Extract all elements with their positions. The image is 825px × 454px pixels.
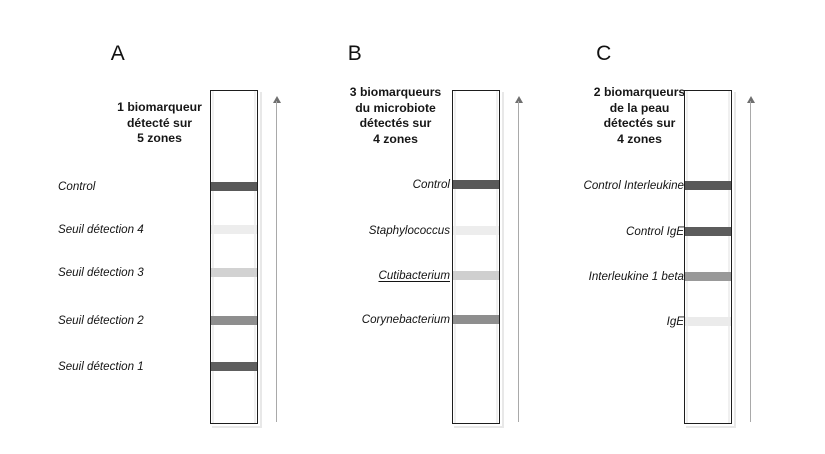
- caption-line: de la peau: [609, 100, 670, 115]
- row-label-control: Control: [58, 180, 96, 193]
- arrow-shaft: [750, 101, 751, 422]
- band-interleukine-1-beta: [685, 272, 731, 281]
- row-label-control: Control: [412, 178, 450, 191]
- band-staphylococcus: [453, 226, 499, 235]
- panel-b-caption: 3 biomarqueurs du microbiote détectés su…: [318, 85, 473, 147]
- row-label-seuil-detection-4: Seuil détection 4: [58, 223, 144, 236]
- panel-b-test-strip: [452, 90, 500, 424]
- band-seuil-detection-3: [211, 268, 257, 277]
- panel-a-caption: 1 biomarqueur détecté sur 5 zones: [82, 100, 237, 147]
- row-label-control-ige: Control IgE: [626, 225, 684, 238]
- band-ige: [685, 317, 731, 326]
- row-label-ige: IgE: [666, 315, 684, 328]
- panel-b-letter: B: [347, 42, 363, 65]
- band-cutibacterium: [453, 271, 499, 280]
- panel-a: A 1 biomarqueur détecté sur 5 zones Cont…: [58, 0, 300, 454]
- band-seuil-detection-1: [211, 362, 257, 371]
- caption-line: 3 biomarqueurs: [349, 85, 442, 99]
- panel-c-caption: 2 biomarqueurs de la peau détectés sur 4…: [562, 85, 717, 147]
- caption-line: détectés sur: [359, 116, 432, 130]
- panel-c-labels: Control Interleukine Control IgE Interle…: [524, 0, 684, 454]
- panel-b-labels: Control Staphylococcus Cutibacterium Cor…: [302, 0, 450, 454]
- caption-line: détecté sur: [126, 115, 193, 130]
- caption-line: du microbiote: [355, 100, 436, 115]
- band-seuil-detection-4: [211, 225, 257, 234]
- up-arrow-icon: [272, 96, 281, 422]
- panel-a-test-strip: [210, 90, 258, 424]
- arrow-shaft: [518, 101, 519, 422]
- caption-line: 2 biomarqueurs: [593, 85, 686, 99]
- panel-c: C 2 biomarqueurs de la peau détectés sur…: [530, 0, 790, 454]
- arrow-head: [272, 96, 281, 103]
- caption-line: 4 zones: [617, 131, 662, 146]
- up-arrow-icon: [514, 96, 523, 422]
- band-control: [211, 182, 257, 191]
- caption-line: 4 zones: [373, 131, 418, 146]
- caption-line: 5 zones: [137, 131, 182, 145]
- row-label-cutibacterium: Cutibacterium: [378, 269, 450, 282]
- band-control: [453, 180, 499, 189]
- row-label-seuil-detection-1: Seuil détection 1: [58, 360, 144, 373]
- band-control-interleukine: [685, 181, 731, 190]
- arrow-head: [746, 96, 755, 103]
- up-arrow-icon: [746, 96, 755, 422]
- band-corynebacterium: [453, 315, 499, 324]
- row-label-corynebacterium: Corynebacterium: [361, 313, 450, 326]
- row-label-interleukine-1-beta: Interleukine 1 beta: [588, 270, 684, 283]
- band-seuil-detection-2: [211, 316, 257, 325]
- row-label-seuil-detection-2: Seuil détection 2: [58, 314, 144, 327]
- caption-line: détectés sur: [603, 116, 676, 130]
- panel-c-test-strip: [684, 90, 732, 424]
- arrow-head: [514, 96, 523, 103]
- panel-a-letter: A: [110, 42, 126, 65]
- panel-a-labels: Control Seuil détection 4 Seuil détectio…: [58, 0, 206, 454]
- panel-b: B 3 biomarqueurs du microbiote détectés …: [300, 0, 530, 454]
- row-label-staphylococcus: Staphylococcus: [368, 224, 450, 237]
- panel-c-letter: C: [596, 42, 612, 65]
- row-label-seuil-detection-3: Seuil détection 3: [58, 266, 144, 279]
- band-control-ige: [685, 227, 731, 236]
- row-label-control-interleukine: Control Interleukine: [583, 179, 684, 192]
- caption-line: 1 biomarqueur: [117, 100, 202, 114]
- arrow-shaft: [276, 101, 277, 422]
